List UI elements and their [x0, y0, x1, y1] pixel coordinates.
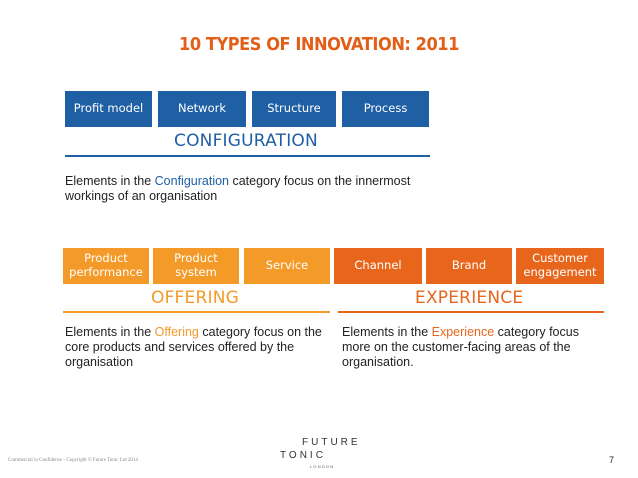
box-label: Structure [267, 101, 321, 116]
box-label: Process [363, 101, 408, 116]
offering-label: OFFERING [151, 288, 239, 308]
slide-title: 10 TYPES OF INNOVATION: 2011 [179, 34, 459, 55]
box-brand: Brand [426, 248, 512, 284]
configuration-description: Elements in the Configuration category f… [65, 174, 411, 203]
box-profit-model: Profit model [65, 91, 152, 127]
box-label-line2: performance [69, 265, 143, 279]
copyright-notice: Commercial in Confidence - Copyright © F… [8, 458, 138, 463]
offering-highlight: Offering [154, 325, 199, 339]
box-label-line1: Product [84, 251, 128, 266]
box-label-line2: engagement [523, 265, 597, 279]
box-label: Network [177, 101, 227, 116]
box-label: Service [265, 258, 309, 273]
experience-highlight: Experience [431, 325, 495, 339]
experience-description: Elements in the Experience category focu… [342, 325, 579, 369]
configuration-underline [65, 155, 430, 157]
future-tonic-logo: FUTURE TONIC LONDON [280, 437, 358, 469]
box-network: Network [158, 91, 246, 127]
configuration-highlight: Configuration [154, 174, 229, 188]
box-label-line1: Customer [532, 251, 588, 266]
box-customer-engagement: Customer engagement [516, 248, 604, 284]
logo-word-london: LONDON [310, 464, 335, 469]
box-process: Process [342, 91, 429, 127]
box-label: Channel [354, 258, 402, 273]
page-number: 7 [609, 455, 615, 465]
box-product-system: Product system [153, 248, 239, 284]
box-channel: Channel [334, 248, 422, 284]
box-label-line1: Product [174, 251, 218, 266]
offering-underline [63, 311, 330, 313]
box-service: Service [244, 248, 330, 284]
experience-label: EXPERIENCE [415, 288, 524, 308]
offering-description: Elements in the Offering category focus … [65, 325, 322, 369]
experience-underline [338, 311, 604, 313]
logo-word-future: FUTURE [302, 437, 361, 448]
configuration-label: CONFIGURATION [174, 131, 318, 151]
logo-word-tonic: TONIC [280, 450, 326, 461]
box-label: Brand [451, 258, 487, 273]
box-product-performance: Product performance [63, 248, 149, 284]
box-label: Profit model [73, 101, 144, 116]
box-structure: Structure [252, 91, 336, 127]
box-label-line2: system [175, 265, 217, 279]
